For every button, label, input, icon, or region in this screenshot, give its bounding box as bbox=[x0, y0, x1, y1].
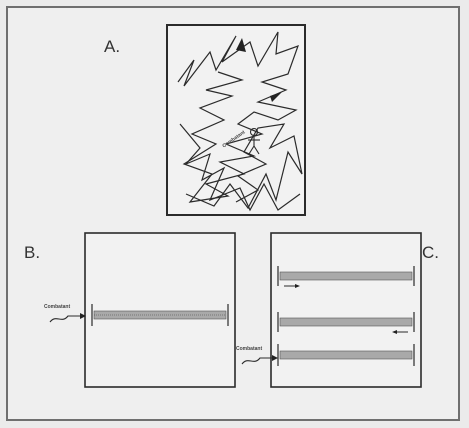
panel-c-label: C. bbox=[422, 243, 439, 262]
panel-c-diagram bbox=[270, 232, 422, 388]
random-walk-path bbox=[177, 31, 299, 203]
panel-b-label: B. bbox=[24, 243, 41, 262]
panel-b-entry: Combatant bbox=[44, 304, 86, 323]
arrowhead-icon bbox=[80, 313, 86, 319]
stick-figure-icon bbox=[248, 127, 260, 155]
arrowhead-icon bbox=[295, 284, 300, 288]
panel-c-marker: Combatant bbox=[236, 346, 262, 352]
panel-a-label: A. bbox=[104, 37, 121, 56]
panel-c-box bbox=[270, 232, 422, 388]
panel-a-diagram: Combatant bbox=[166, 24, 306, 216]
transit-bar-3 bbox=[277, 344, 415, 366]
panel-b-marker: Combatant bbox=[44, 304, 70, 310]
panel-a-box bbox=[166, 24, 306, 216]
random-walk-path-2 bbox=[185, 123, 303, 210]
arrowhead-icon bbox=[236, 38, 246, 52]
transit-bar-1 bbox=[277, 266, 415, 288]
squiggle-arrow-icon bbox=[241, 357, 274, 365]
panel-b-box bbox=[84, 232, 236, 388]
arrowhead-icon bbox=[272, 355, 278, 361]
squiggle-arrow-icon bbox=[49, 315, 82, 323]
panel-c-entry: Combatant bbox=[236, 346, 278, 365]
random-walk-path-3 bbox=[179, 123, 301, 212]
arrowhead-icon bbox=[270, 92, 282, 102]
panel-b-diagram bbox=[84, 232, 236, 388]
arrowhead-icon bbox=[392, 330, 397, 334]
transit-bar-2 bbox=[277, 312, 415, 334]
